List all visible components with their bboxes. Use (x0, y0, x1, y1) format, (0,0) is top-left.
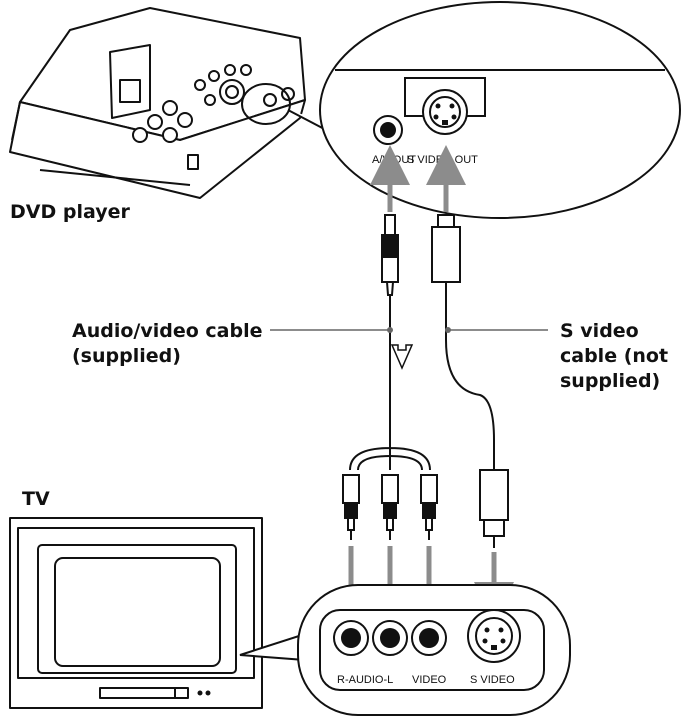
dvd-player-illustration (9, 7, 306, 199)
tv-video-jack (411, 620, 447, 656)
dvd-jack-callout: A/V OUT S VIDEO OUT (319, 1, 681, 219)
s-video-cable-label-1: S video (560, 320, 639, 342)
tv-illustration (9, 517, 263, 709)
tv-audio-l-jack (372, 620, 408, 656)
tv-jack-callout: R-AUDIO-L VIDEO S VIDEO (297, 584, 571, 716)
dvd-highlight-circle (241, 83, 291, 125)
s-video-cable (431, 214, 509, 548)
tv-label: TV (22, 488, 50, 510)
signal-flow-arrow (390, 344, 414, 370)
av-cable-label-2: (supplied) (72, 345, 181, 367)
dvd-player-label: DVD player (10, 201, 130, 223)
s-video-cable-label-2: cable (not (560, 345, 668, 367)
av-cable (342, 214, 438, 540)
s-video-out-label: S VIDEO OUT (407, 154, 478, 166)
r-audio-l-label: R-AUDIO-L (337, 674, 393, 686)
tv-s-video-jack (467, 609, 521, 663)
s-video-cable-label-3: supplied) (560, 370, 660, 392)
s-video-label: S VIDEO (470, 674, 515, 686)
video-label: VIDEO (412, 674, 447, 686)
tv-audio-r-jack (333, 620, 369, 656)
av-cable-label-1: Audio/video cable (72, 320, 262, 342)
